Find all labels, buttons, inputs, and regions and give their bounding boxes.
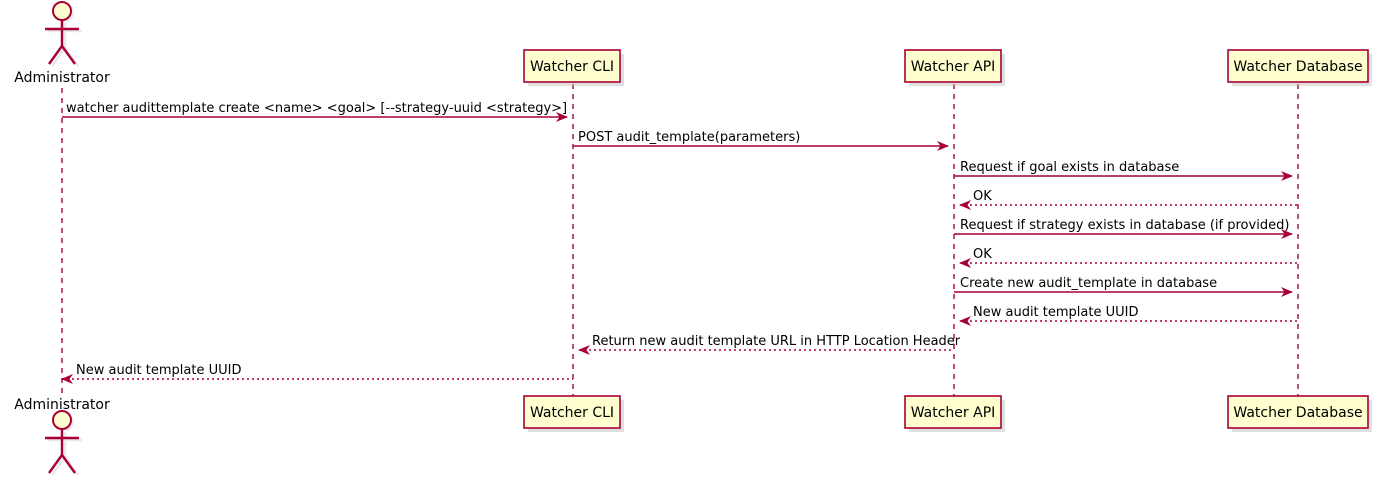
participant-label-watcher-cli-bottom: Watcher CLI: [530, 405, 614, 421]
actor-label-administrator-bottom: Administrator: [14, 397, 110, 413]
lifelines-group: [61, 84, 1299, 396]
message-5[interactable]: Request if strategy exists in database (…: [954, 218, 1293, 239]
message-label-9: Return new audit template URL in HTTP Lo…: [592, 334, 961, 349]
actor-administrator-bottom[interactable]: Administrator: [14, 397, 110, 476]
message-label-3: Request if goal exists in database: [960, 160, 1179, 175]
message-label-1: watcher audittemplate create <name> <goa…: [66, 101, 567, 116]
participant-label-watcher-database-bottom: Watcher Database: [1233, 405, 1362, 421]
participant-label-watcher-database-top: Watcher Database: [1233, 59, 1362, 75]
message-2[interactable]: POST audit_template(parameters): [573, 130, 949, 151]
message-label-5: Request if strategy exists in database (…: [960, 218, 1289, 233]
message-label-7: Create new audit_template in database: [960, 276, 1217, 291]
participant-box-watcher-database-bottom[interactable]: Watcher Database: [1227, 395, 1372, 432]
message-4[interactable]: OK: [959, 189, 1298, 210]
participant-box-watcher-api-bottom[interactable]: Watcher API: [904, 395, 1005, 432]
actor-administrator-top[interactable]: Administrator: [14, 1, 110, 86]
message-3[interactable]: Request if goal exists in database: [954, 160, 1293, 181]
participant-box-watcher-database-top[interactable]: Watcher Database: [1227, 49, 1372, 86]
message-label-10: New audit template UUID: [76, 363, 241, 378]
participant-box-rect: [523, 49, 621, 83]
actor-label-administrator-top: Administrator: [14, 70, 110, 86]
message-8[interactable]: New audit template UUID: [959, 305, 1298, 326]
participant-box-rect: [1227, 49, 1369, 83]
actor-figure: [45, 1, 79, 65]
message-label-2: POST audit_template(parameters): [578, 130, 800, 145]
message-label-4: OK: [973, 189, 992, 204]
participant-box-rect: [1227, 395, 1369, 429]
participant-label-watcher-api-top: Watcher API: [911, 59, 996, 75]
message-10[interactable]: New audit template UUID: [61, 363, 573, 384]
participant-label-watcher-cli-top: Watcher CLI: [530, 59, 614, 75]
participant-box-rect: [904, 49, 1002, 83]
participant-label-watcher-api-bottom: Watcher API: [911, 405, 996, 421]
message-7[interactable]: Create new audit_template in database: [954, 276, 1293, 297]
participant-box-rect: [904, 395, 1002, 429]
message-1[interactable]: watcher audittemplate create <name> <goa…: [62, 101, 568, 122]
message-label-8: New audit template UUID: [973, 305, 1138, 320]
message-6[interactable]: OK: [959, 247, 1298, 268]
participant-box-watcher-cli-bottom[interactable]: Watcher CLI: [523, 395, 624, 432]
participant-box-watcher-api-top[interactable]: Watcher API: [904, 49, 1005, 86]
participant-box-rect: [523, 395, 621, 429]
participant-box-watcher-cli-top[interactable]: Watcher CLI: [523, 49, 624, 86]
actor-figure: [45, 410, 79, 474]
message-label-6: OK: [973, 247, 992, 262]
message-9[interactable]: Return new audit template URL in HTTP Lo…: [578, 334, 961, 355]
